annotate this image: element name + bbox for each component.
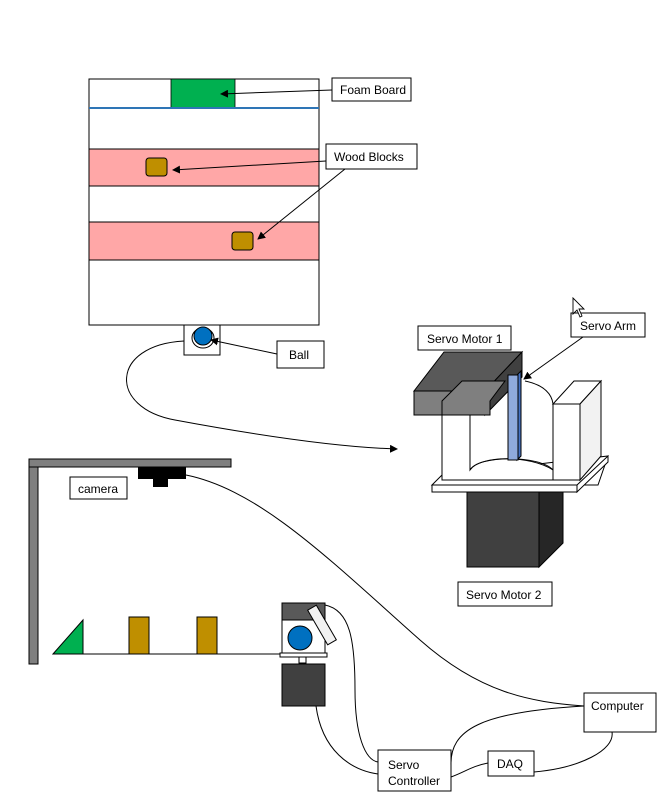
ball-arrow: [210, 337, 278, 355]
frame-top-beam: [28, 458, 232, 468]
side-wood-block-1: [128, 616, 150, 655]
ball-label-text: Ball: [289, 348, 309, 362]
servo-motor-2-front: [466, 491, 540, 568]
side-view-rig: [28, 458, 338, 707]
servo-arm-label-text: Servo Arm: [580, 319, 636, 333]
servo-motor-2-side: [538, 491, 564, 569]
wood-block-1: [145, 157, 168, 177]
computer-label-text: Computer: [591, 699, 644, 713]
servo-motor-1-label: Servo Motor 1: [417, 325, 512, 351]
ball-label: Ball: [276, 340, 325, 369]
side-servo-plate: [279, 652, 328, 658]
servo-arm-arrow: [523, 336, 584, 380]
servo-arm: [507, 374, 519, 461]
wood-block-2: [231, 231, 254, 251]
side-servo-shaft: [298, 656, 307, 664]
mouse-pointer-icon: [572, 296, 586, 318]
servo-controller-label-line2: Controller: [388, 774, 440, 788]
servo1-to-controller-cable: [324, 604, 379, 763]
ball-side-view: [287, 625, 313, 651]
servo-motor-1-label-text: Servo Motor 1: [427, 332, 503, 346]
board-outline: [88, 78, 320, 326]
side-wood-block-2: [196, 616, 218, 655]
daq-box: DAQ: [487, 750, 535, 777]
wood-block-band-1: [88, 148, 320, 187]
camera-label-text: camera: [78, 482, 118, 496]
side-servo-motor-2: [281, 663, 326, 707]
wood-block-band-2: [88, 221, 320, 261]
side-servo-arm: [306, 604, 338, 646]
ball-top-view: [193, 326, 213, 346]
controller-to-computer-cable: [450, 705, 585, 766]
servo-base-plate-side: [576, 454, 609, 494]
servo-arm-label: Servo Arm: [570, 312, 646, 338]
camera-label: camera: [69, 476, 128, 500]
cables: [185, 474, 613, 778]
servo2-to-controller-cable: [315, 705, 379, 775]
bracket-arc-top: [524, 380, 554, 405]
frame-vertical-post: [28, 466, 39, 665]
daq-label-text: DAQ: [497, 757, 523, 771]
servo-motor-1-shaft: [441, 380, 506, 416]
servo-motor-2-label: Servo Motor 2: [457, 581, 553, 607]
ramp-triangle: [51, 618, 84, 655]
foam-board-label: Foam Board: [331, 77, 412, 102]
board-top-view: [88, 78, 320, 356]
camera-to-computer-cable: [185, 474, 585, 707]
wood-blocks-arrow-2: [257, 168, 346, 240]
wood-blocks-label-text: Wood Blocks: [334, 150, 404, 164]
servo-base-plate-front: [431, 484, 578, 493]
foam-board-arrow: [220, 89, 333, 98]
bracket-right-front: [552, 403, 581, 481]
controller-to-daq-cable: [450, 762, 489, 778]
servo-controller-box: Servo Controller: [377, 749, 452, 792]
servo-motor-2-label-text: Servo Motor 2: [466, 588, 542, 602]
servo-assembly: [412, 350, 609, 569]
computer-box: Computer: [583, 692, 657, 733]
camera-body: [138, 467, 186, 479]
servo-controller-label-line1: Servo: [388, 758, 420, 772]
wood-blocks-arrow-1: [172, 160, 327, 174]
daq-to-computer-cable: [533, 731, 613, 773]
ball-to-servo-curve: [126, 340, 398, 453]
wood-blocks-label: Wood Blocks: [325, 143, 418, 170]
foam-board-label-text: Foam Board: [340, 83, 406, 97]
bracket-right-side: [579, 379, 602, 482]
camera-lens: [153, 479, 168, 487]
